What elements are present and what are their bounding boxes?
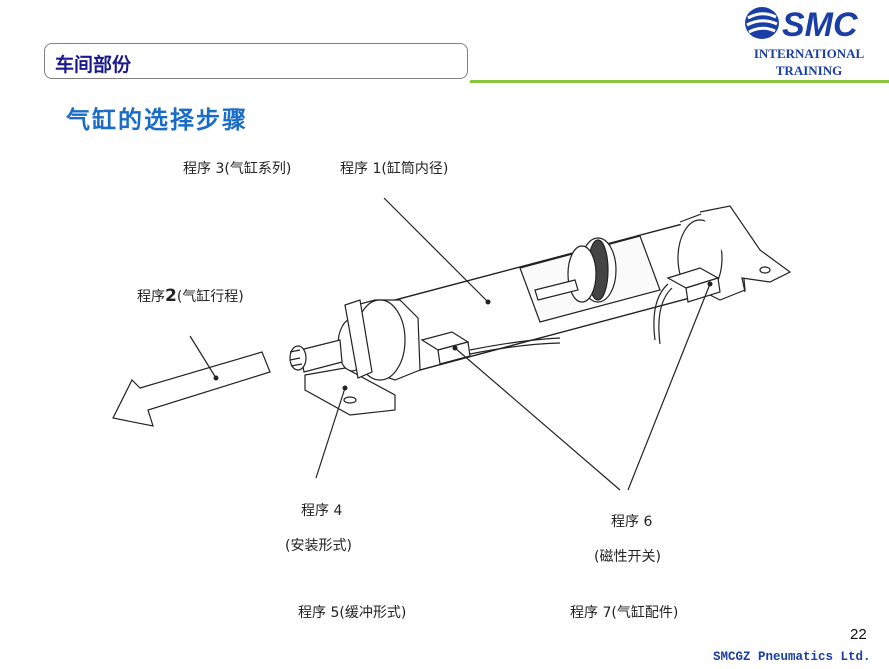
brand-subtitle-1: INTERNATIONAL	[753, 46, 865, 61]
header-divider	[470, 80, 889, 83]
leader-step1	[383, 197, 489, 303]
label-step5: 程序 5(缓冲形式)	[298, 605, 407, 621]
label-step3: 程序 3(气缸系列)	[183, 161, 292, 177]
smc-brand-text: SMC	[782, 6, 858, 42]
page-number: 22	[850, 626, 867, 643]
leader-step4	[315, 387, 346, 479]
label-step2: 程序2(气缸行程)	[137, 286, 244, 306]
section-label: 车间部份	[55, 54, 132, 76]
label-step2-num: 2	[165, 286, 177, 306]
smc-logo: SMC	[745, 6, 858, 42]
cylinder-barrel	[394, 221, 721, 371]
brand-subtitle-2: TRAINING	[775, 63, 843, 78]
label-step7: 程序 7(气缸配件)	[570, 605, 679, 621]
leader-step6b	[627, 283, 711, 491]
page-title: 气缸的选择步骤	[66, 105, 248, 134]
section-header-box	[44, 43, 468, 79]
stroke-arrow-icon	[112, 351, 271, 427]
label-step2-prefix: 程序	[137, 289, 165, 305]
leader-step2	[189, 335, 217, 379]
leader-step6a	[454, 347, 621, 491]
label-step2-suffix: (气缸行程)	[176, 289, 244, 305]
foot-bracket	[304, 299, 396, 416]
label-step6-line2: (磁性开关)	[594, 549, 661, 565]
label-step6-line1: 程序 6	[611, 514, 653, 530]
smc-swirl-icon	[745, 7, 779, 39]
footer-company: SMCGZ Pneumatics Ltd.	[713, 650, 871, 664]
label-step1: 程序 1(缸筒内径)	[340, 161, 449, 177]
auto-switch-front	[420, 331, 561, 365]
label-step4-line1: 程序 4	[301, 503, 343, 519]
label-step4-line2: (安装形式)	[285, 538, 352, 554]
